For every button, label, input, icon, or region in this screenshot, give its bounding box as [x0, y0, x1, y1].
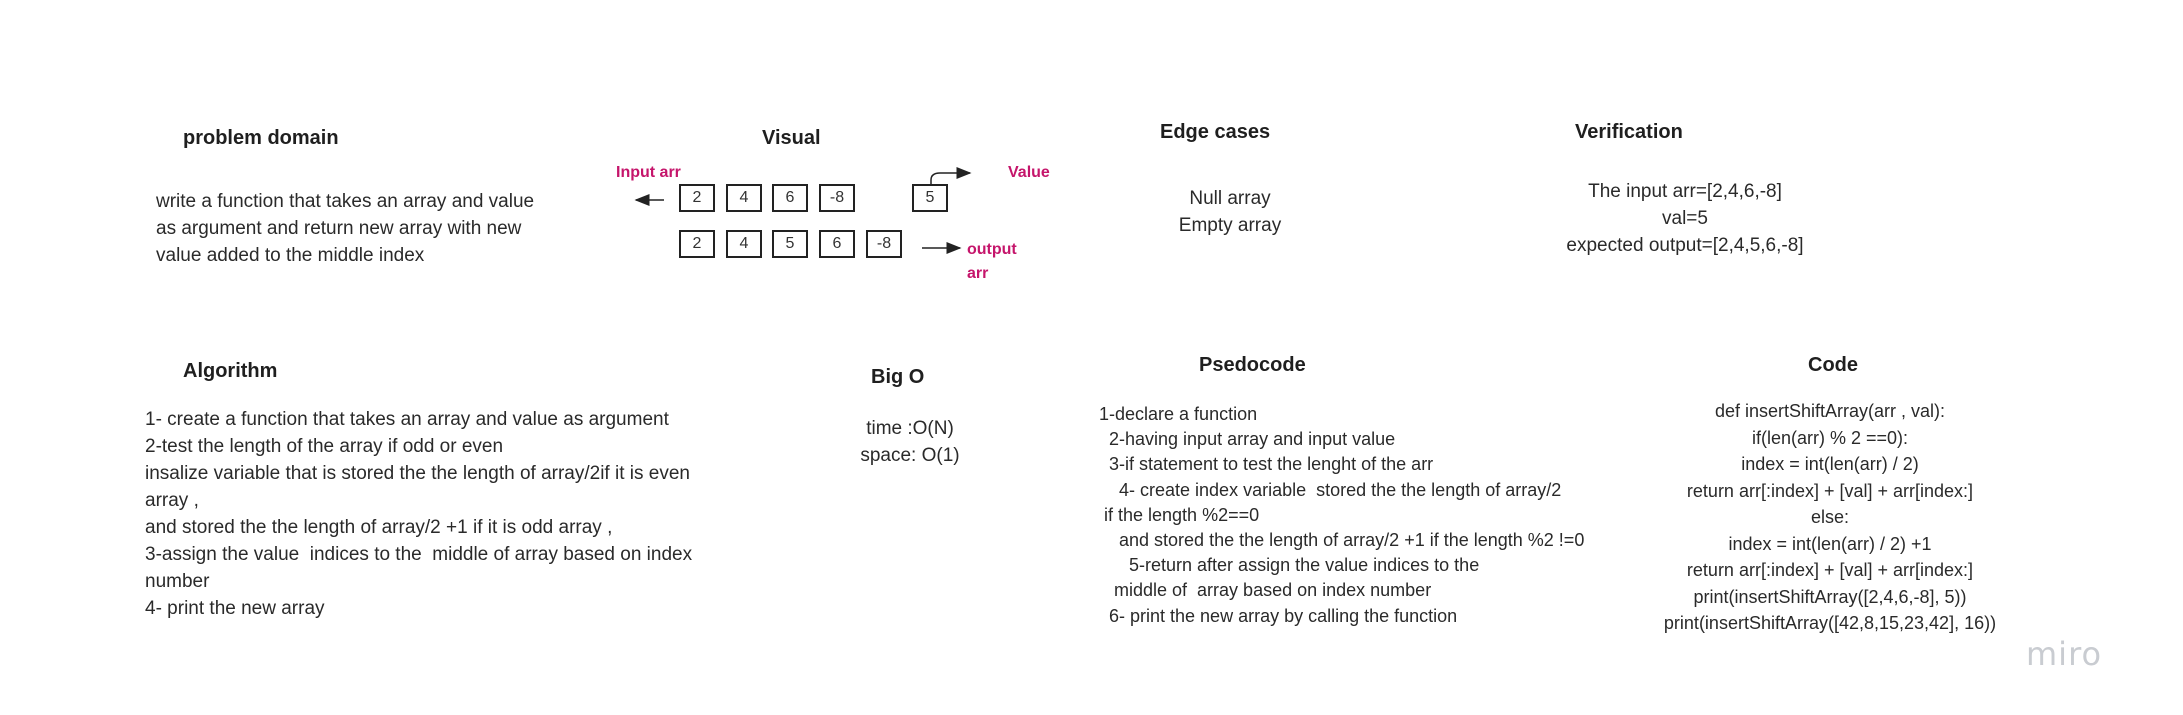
input-array-cell: 4: [726, 184, 762, 212]
input-array-cell: 6: [772, 184, 808, 212]
pseudocode-line: 6- print the new array by calling the fu…: [1099, 605, 1458, 626]
code-line: if(len(arr) % 2 ==0):: [1751, 427, 1909, 448]
algorithm-line: insalize variable that is stored the the…: [145, 463, 690, 484]
problem-domain-text: write a function that takes an array and…: [156, 188, 534, 269]
code-line: return arr[:index] + [val] + arr[index:]: [1686, 480, 1974, 501]
pseudocode-line: and stored the the length of array/2 +1 …: [1099, 530, 1585, 551]
problem-domain-line: value added to the middle index: [156, 245, 425, 266]
output-arr-label: output arr: [967, 238, 1017, 286]
pseudocode-line: 5-return after assign the value indices …: [1099, 555, 1480, 576]
problem-domain-line: write a function that takes an array and…: [156, 191, 535, 212]
input-array-cell: -8: [819, 184, 855, 212]
pseudocode-text: 1-declare a function 2-having input arra…: [1099, 402, 1584, 629]
code-text: def insertShiftArray(arr , val): if(len(…: [1660, 398, 2000, 637]
output-array-cell: 6: [819, 230, 855, 258]
big-o-title: Big O: [871, 366, 925, 388]
output-array-cell: -8: [866, 230, 902, 258]
value-arrow: [930, 167, 972, 184]
verification-title: Verification: [1575, 121, 1683, 143]
output-array-cell: 2: [679, 230, 715, 258]
visual-title: Visual: [762, 127, 821, 149]
value-label: Value: [1008, 164, 1050, 181]
verification-text: The input arr=[2,4,6,-8] val=5 expected …: [1550, 178, 1820, 259]
output-array-cell: 5: [772, 230, 808, 258]
algorithm-title: Algorithm: [183, 360, 278, 382]
algorithm-line: 1- create a function that takes an array…: [145, 409, 669, 430]
input-array-cell: 2: [679, 184, 715, 212]
pseudocode-line: 3-if statement to test the lenght of the…: [1099, 454, 1434, 475]
algorithm-line: 4- print the new array: [145, 598, 325, 619]
pseudocode-line: if the length %2==0: [1099, 504, 1260, 525]
algorithm-line: number: [145, 571, 210, 592]
edge-case-item: Empty array: [1178, 215, 1282, 236]
pseudocode-line: 1-declare a function: [1099, 404, 1258, 424]
code-line: else:: [1810, 507, 1850, 527]
code-line: def insertShiftArray(arr , val):: [1714, 401, 1946, 421]
algorithm-text: 1- create a function that takes an array…: [145, 406, 692, 622]
code-line: print(insertShiftArray([42,8,15,23,42], …: [1663, 613, 1997, 633]
verification-line: val=5: [1662, 208, 1708, 229]
edge-cases-title: Edge cases: [1160, 121, 1271, 143]
output-label-line: output: [967, 241, 1017, 258]
pseudocode-line: middle of array based on index number: [1099, 580, 1432, 601]
algorithm-line: 3-assign the value indices to the middle…: [145, 544, 693, 565]
algorithm-line: array ,: [145, 490, 199, 511]
code-line: index = int(len(arr) / 2): [1741, 454, 1919, 474]
verification-line: The input arr=[2,4,6,-8]: [1588, 181, 1782, 202]
code-line: print(insertShiftArray([2,4,6,-8], 5)): [1693, 586, 1967, 607]
edge-cases-text: Null array Empty array: [1150, 185, 1310, 239]
algorithm-line: 2-test the length of the array if odd or…: [145, 436, 504, 457]
pseudocode-title: Psedocode: [1199, 354, 1306, 376]
code-title: Code: [1808, 354, 1858, 376]
miro-logo: miro: [2026, 635, 2103, 673]
code-line: return arr[:index] + [val] + arr[index:]: [1686, 560, 1974, 580]
problem-domain-line: as argument and return new array with ne…: [156, 218, 522, 239]
big-o-line: time :O(N): [866, 418, 954, 439]
output-label-line: arr: [967, 265, 989, 282]
algorithm-line: and stored the the length of array/2 +1 …: [145, 517, 613, 538]
big-o-text: time :O(N) space: O(1): [840, 415, 980, 469]
edge-case-item: Null array: [1189, 188, 1271, 209]
problem-domain-title: problem domain: [183, 127, 339, 149]
verification-line: expected output=[2,4,5,6,-8]: [1566, 235, 1804, 256]
pseudocode-line: 4- create index variable stored the the …: [1099, 479, 1562, 500]
value-cell: 5: [912, 184, 948, 212]
pseudocode-line: 2-having input array and input value: [1099, 429, 1396, 450]
code-line: index = int(len(arr) / 2) +1: [1728, 533, 1932, 554]
input-arr-label: Input arr: [616, 164, 681, 181]
big-o-line: space: O(1): [860, 445, 960, 466]
output-array-cell: 4: [726, 230, 762, 258]
